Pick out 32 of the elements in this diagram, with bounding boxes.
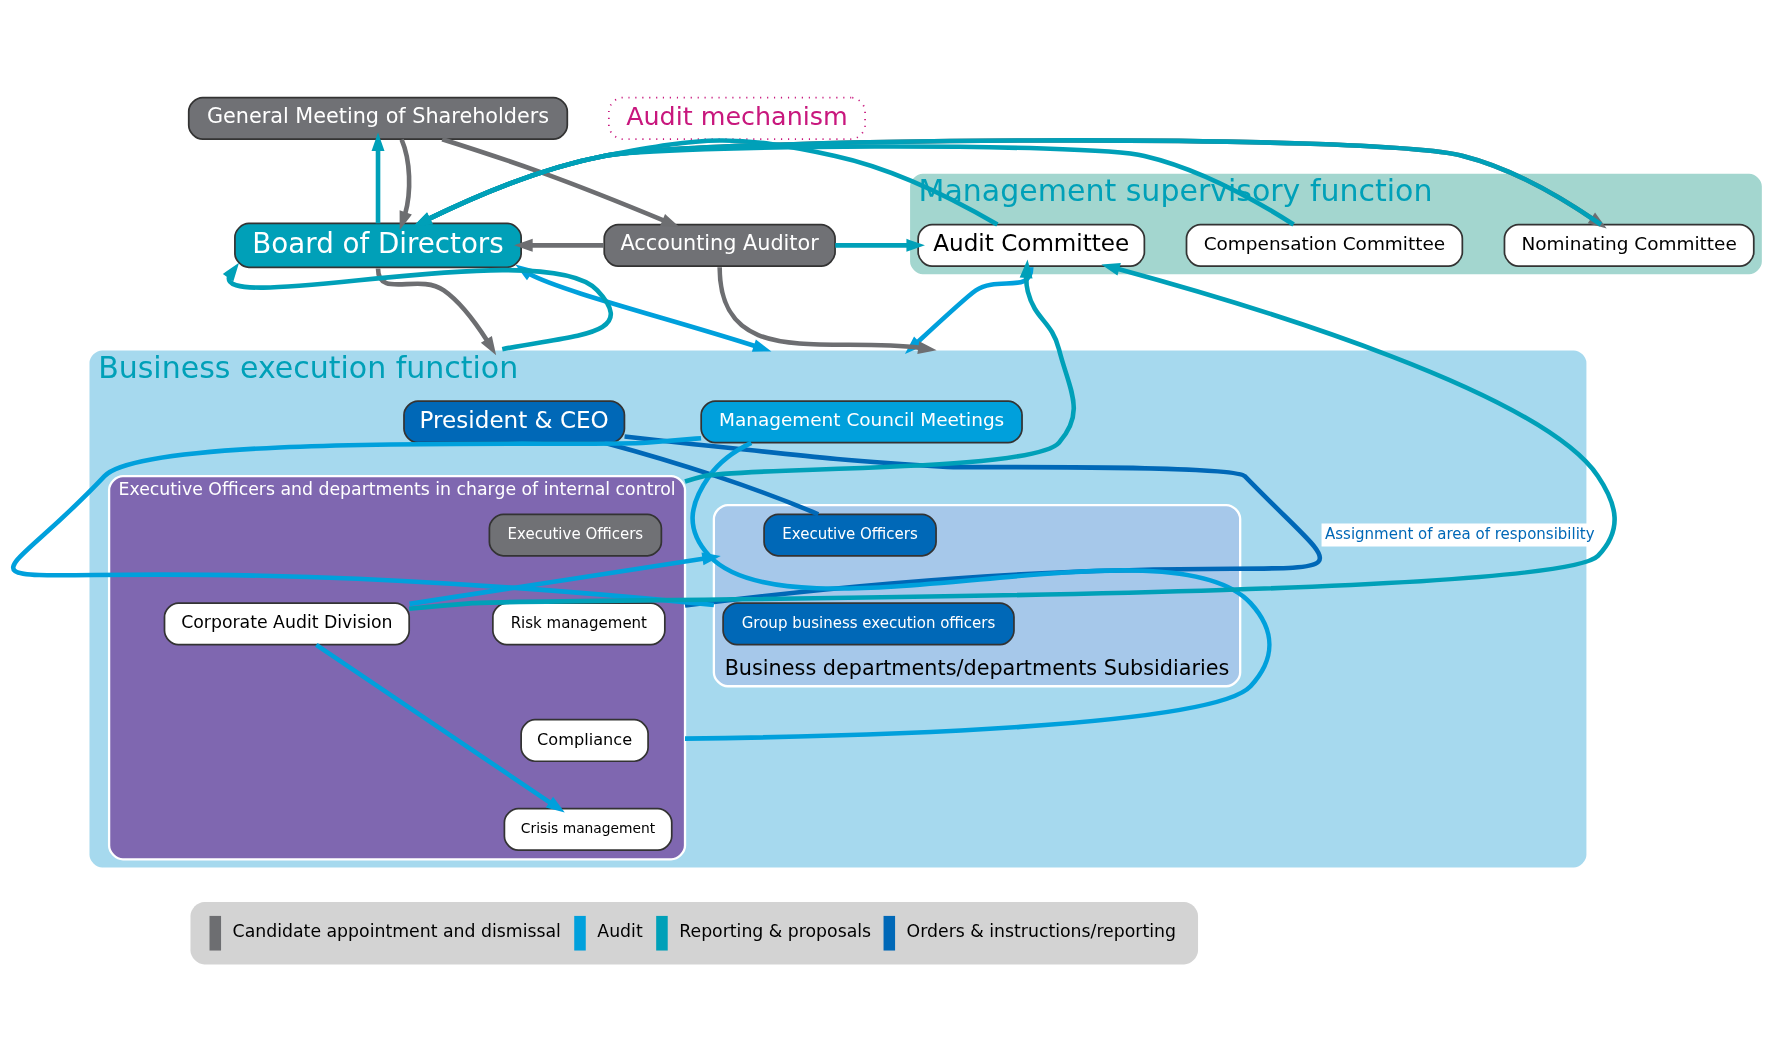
arrow [314,642,565,812]
node-box: President & CEO [403,399,626,444]
legend-label: Candidate appointment and dismissal [232,920,561,941]
node-box: Nominating Committee [1503,223,1755,267]
node-box: Compliance [520,718,649,762]
arrow [371,132,385,223]
node-box: Board of Directors [234,222,522,268]
node-box: Audit mechanism [608,96,866,140]
legend-label: Reporting & proposals [679,920,872,941]
node-box: Compensation Committee [1185,223,1464,267]
node-box: Accounting Auditor [603,223,836,267]
connector [684,440,1272,741]
arrow [514,238,605,252]
arrow [413,137,999,226]
node-box: Group business execution officers [722,601,1015,646]
legend-label: Orders & instructions/reporting [906,920,1176,941]
arrow [684,259,1077,484]
node-box: Corporate Audit Division [163,601,411,646]
node-box: Executive Officers [488,512,663,557]
node-box: Audit Committee [917,223,1146,267]
arrow [409,551,721,606]
connector [624,433,1321,608]
arrow [441,136,680,227]
arrow [399,138,412,230]
legend-label: Audit [597,920,643,941]
node-box: Crisis management [503,807,673,851]
node-box: Risk management [492,601,666,646]
arrow [835,238,925,252]
arrow [375,267,497,355]
node-box: Management Council Meetings [700,399,1023,444]
node-box: General Meeting of Shareholders [187,96,569,140]
node-box: Executive Officers [763,512,937,557]
